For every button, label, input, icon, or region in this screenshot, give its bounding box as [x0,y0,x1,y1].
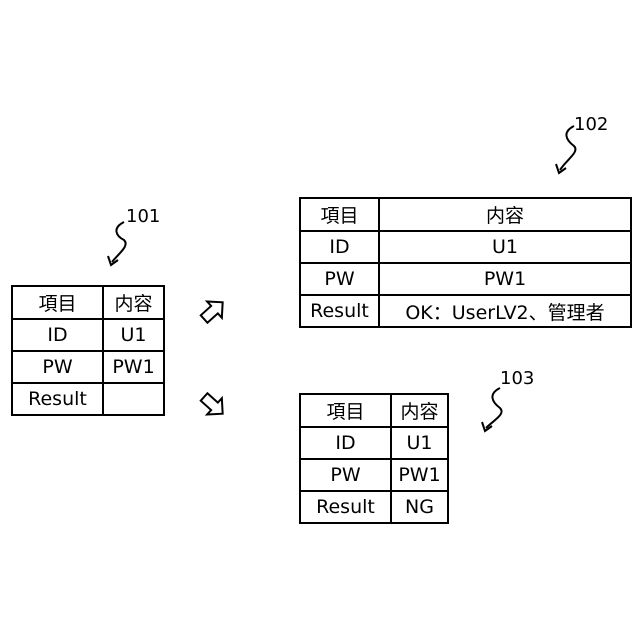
header-content: 内容 [379,198,631,231]
header-item: 項目 [12,286,103,319]
arrow-to-102 [197,294,230,327]
cell-item: PW [300,459,391,491]
cell-content: NG [391,491,448,523]
ref-103-leader [486,388,502,428]
table-103: 項目 内容 ID U1 PW PW1 Result NG [299,393,449,524]
table-row: ID U1 [300,427,448,459]
cell-content: U1 [379,231,631,263]
header-item: 項目 [300,394,391,427]
cell-content: PW1 [379,263,631,295]
cell-content: OK：UserLV2、管理者 [379,295,631,327]
table-row: Result NG [300,491,448,523]
ref-label-103: 103 [500,368,534,389]
header-content: 内容 [103,286,164,319]
cell-content: PW1 [103,351,164,383]
table-row: ID U1 [12,319,164,351]
cell-item: Result [300,295,379,327]
table-row: PW PW1 [300,263,631,295]
table-102: 項目 内容 ID U1 PW PW1 Result OK：UserLV2、管理者 [299,197,632,328]
ref-label-102: 102 [574,114,608,135]
cell-item: PW [300,263,379,295]
header-content: 内容 [391,394,448,427]
cell-content [103,383,164,415]
table-header-row: 項目 内容 [300,394,448,427]
arrow-to-103 [197,389,230,422]
cell-item: ID [12,319,103,351]
table-row: ID U1 [300,231,631,263]
table-row: Result [12,383,164,415]
table-header-row: 項目 内容 [300,198,631,231]
ref-101-leader [112,222,126,262]
cell-item: ID [300,427,391,459]
table-row: PW PW1 [12,351,164,383]
table-row: Result OK：UserLV2、管理者 [300,295,631,327]
cell-content: PW1 [391,459,448,491]
cell-item: Result [300,491,391,523]
table-row: PW PW1 [300,459,448,491]
table-header-row: 項目 内容 [12,286,164,319]
cell-content: U1 [103,319,164,351]
table-101: 項目 内容 ID U1 PW PW1 Result [11,285,165,416]
cell-item: PW [12,351,103,383]
header-item: 項目 [300,198,379,231]
cell-item: Result [12,383,103,415]
cell-content: U1 [391,427,448,459]
ref-label-101: 101 [126,206,160,227]
cell-item: ID [300,231,379,263]
